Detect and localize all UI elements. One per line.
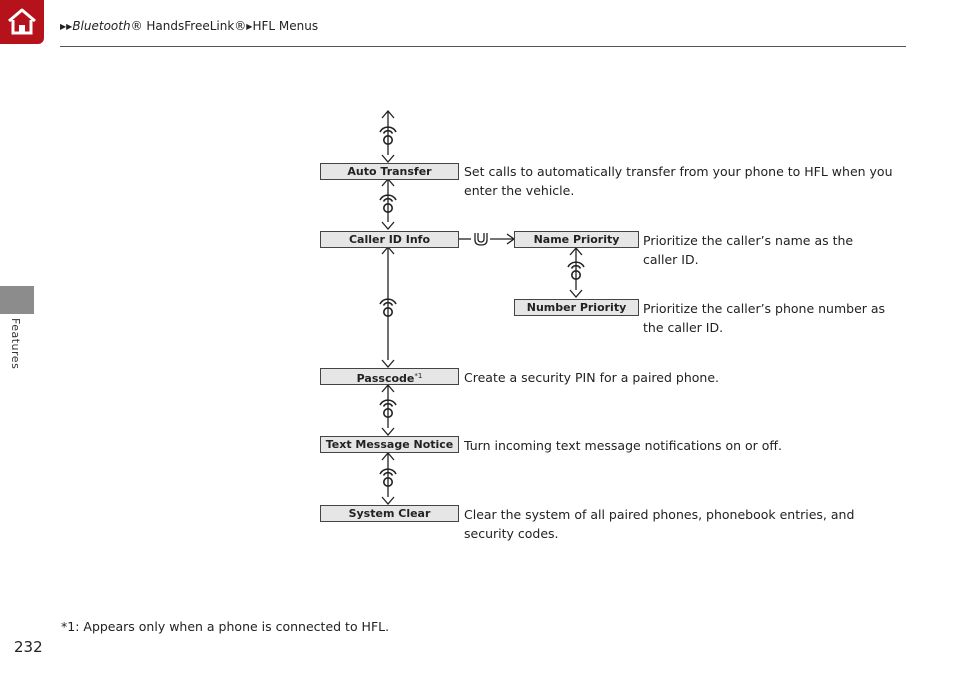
menu-item-name-priority[interactable]: Name Priority <box>514 231 639 248</box>
text-message-notice-description: Turn incoming text message notifications… <box>464 438 782 453</box>
passcode-label: Passcode <box>356 372 415 385</box>
number-priority-description: Prioritize the caller’s phone number as … <box>643 301 886 335</box>
menu-item-system-clear[interactable]: System Clear <box>320 505 459 522</box>
passcode-footnote-marker: *1 <box>414 372 423 380</box>
page-number: 232 <box>14 638 43 656</box>
system-clear-description: Clear the system of all paired phones, p… <box>464 507 855 541</box>
breadcrumb-item-handsfreelink[interactable]: ® HandsFreeLink® <box>130 19 247 33</box>
breadcrumb-item-bluetooth[interactable]: Bluetooth <box>72 19 131 33</box>
auto-transfer-description: Set calls to automatically transfer from… <box>464 164 893 198</box>
footnote: *1: Appears only when a phone is connect… <box>61 619 390 634</box>
name-priority-description: Prioritize the caller’s name as the call… <box>643 233 854 267</box>
menu-item-number-priority[interactable]: Number Priority <box>514 299 639 316</box>
menu-item-caller-id-info[interactable]: Caller ID Info <box>320 231 459 248</box>
pickup-icon <box>474 233 488 246</box>
home-button[interactable] <box>0 0 44 44</box>
down-arrow-icon <box>381 154 395 163</box>
breadcrumb: ▶▶Bluetooth® HandsFreeLink®▶HFL Menus <box>60 19 319 33</box>
home-icon <box>8 8 36 35</box>
section-label: Features <box>9 318 22 370</box>
passcode-description: Create a security PIN for a paired phone… <box>464 370 719 385</box>
section-tab-marker <box>0 286 34 314</box>
menu-item-text-message-notice[interactable]: Text Message Notice <box>320 436 459 453</box>
up-arrow-icon <box>381 110 395 119</box>
breadcrumb-item-hfl-menus[interactable]: HFL Menus <box>252 19 319 33</box>
menu-item-passcode[interactable]: Passcode*1 <box>320 368 459 385</box>
menu-item-auto-transfer[interactable]: Auto Transfer <box>320 163 459 180</box>
header-divider <box>60 46 906 47</box>
